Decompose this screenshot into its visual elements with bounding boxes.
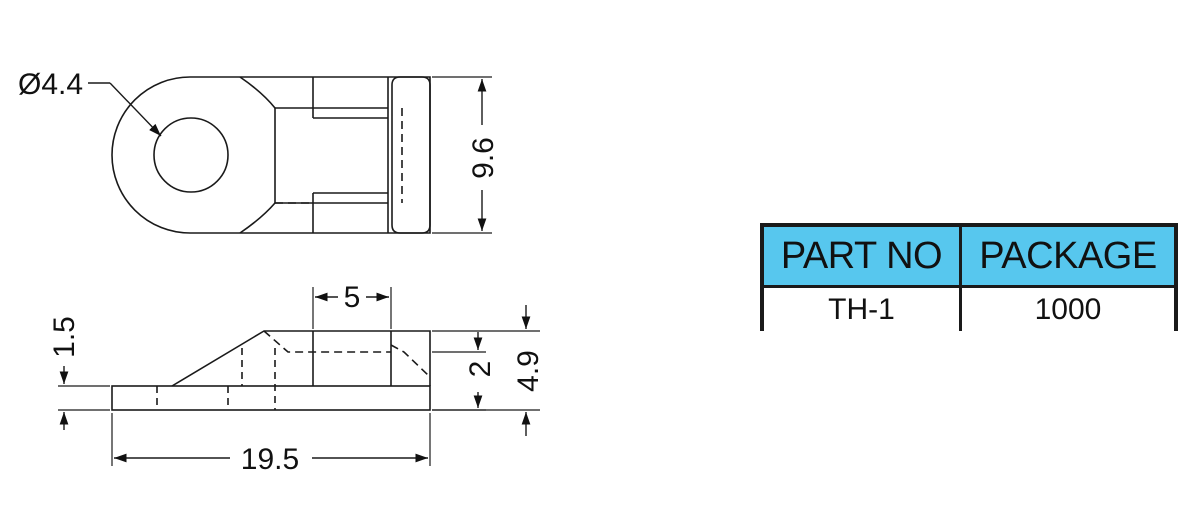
dim-width-label: 9.6 <box>467 137 500 179</box>
value-package: 1000 <box>1034 292 1102 326</box>
base-plate <box>111 385 431 411</box>
dim-slot-width-label: 5 <box>344 281 361 314</box>
value-part-no: TH-1 <box>764 288 962 331</box>
side-profile <box>171 330 431 387</box>
top-view <box>111 76 431 234</box>
dim-width: 9.6 <box>432 76 500 234</box>
dim-total-height-label: 4.9 <box>512 350 545 392</box>
dim-base-thickness: 1.5 <box>48 316 110 430</box>
header-part-no: PART NO <box>764 227 962 285</box>
dim-length: 19.5 <box>111 413 431 476</box>
dim-base-thickness-label: 1.5 <box>48 316 81 358</box>
dim-step-height: 2 <box>432 332 497 411</box>
dim-slot-width: 5 <box>312 281 392 329</box>
mounting-hole <box>153 117 229 193</box>
part-table-value-row: TH-1 1000 <box>764 288 1174 331</box>
neck-arc-bottom <box>239 202 276 234</box>
dim-total-height: 4.9 <box>432 305 545 436</box>
dim-length-label: 19.5 <box>241 443 299 476</box>
part-table: PART NO PACKAGE TH-1 1000 <box>760 223 1178 331</box>
dim-step-height-label: 2 <box>464 361 497 378</box>
dim-hole-diameter: Ø4.4 <box>18 68 162 137</box>
dim-hole-diameter-label: Ø4.4 <box>18 68 83 101</box>
side-view <box>111 330 431 411</box>
header-package: PACKAGE <box>979 234 1157 277</box>
part-table-header-row: PART NO PACKAGE <box>764 227 1174 288</box>
top-view-outline <box>111 76 431 234</box>
neck-arc-top <box>239 76 276 109</box>
